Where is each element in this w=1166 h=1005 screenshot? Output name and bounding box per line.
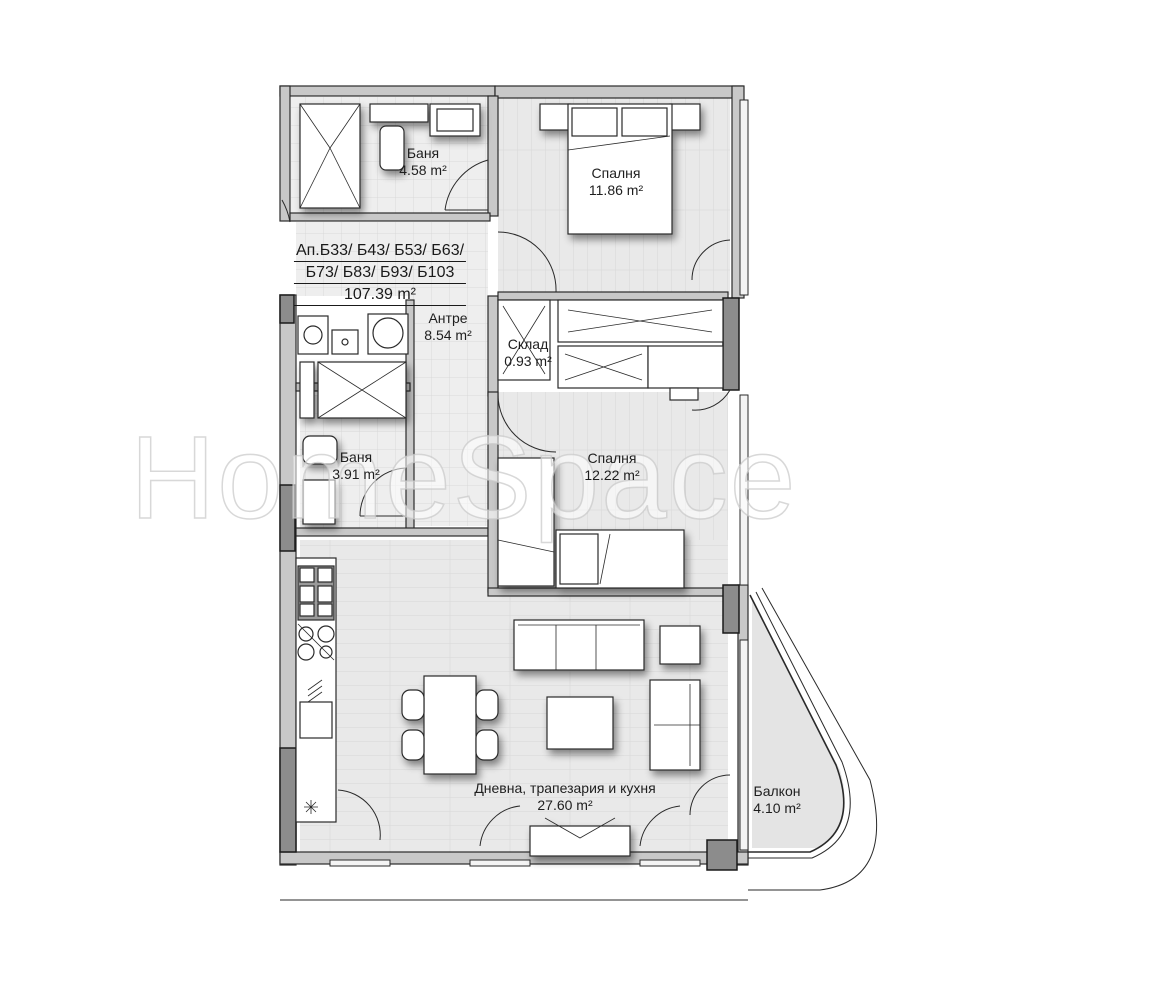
balcony-outline [280,587,878,901]
room-label-bedroom-1: Спалня 11.86 m² [588,165,644,198]
wardrobes [497,299,724,401]
apartment-title-line1: Ап.Б33/ Б43/ Б53/ Б63/ [293,240,467,262]
apartment-title-line2: Б73/ Б83/ Б93/ Б103 [293,262,467,284]
windows [329,99,749,867]
kitchen-counter [295,557,337,823]
room-label-balcony: Балкон 4.10 m² [753,783,801,816]
apartment-title: Ап.Б33/ Б43/ Б53/ Б63/ Б73/ Б83/ Б93/ Б1… [293,240,467,306]
room-label-storage: Склад 0.93 m² [504,336,552,369]
room-label-hallway: Антре 8.54 m² [424,310,472,343]
bathroom-2-fixtures [299,361,407,525]
walls [279,85,749,866]
bathroom-1-fixtures [299,103,481,209]
room-label-living: Дневна, трапезария и кухня 27.60 m² [474,780,656,813]
room-label-bathroom-2: Баня 3.91 m² [332,449,380,482]
hall-appliances [297,313,409,355]
bedroom-2-beds [497,457,685,589]
apartment-total-area: 107.39 m² [293,284,467,306]
columns [279,294,740,871]
door-swings [281,159,731,847]
room-label-bathroom-1: Баня 4.58 m² [399,145,447,178]
living-furniture [401,619,701,857]
bedroom-1-bed [539,103,701,235]
room-label-bedroom-2: Спалня 12.22 m² [584,450,640,483]
